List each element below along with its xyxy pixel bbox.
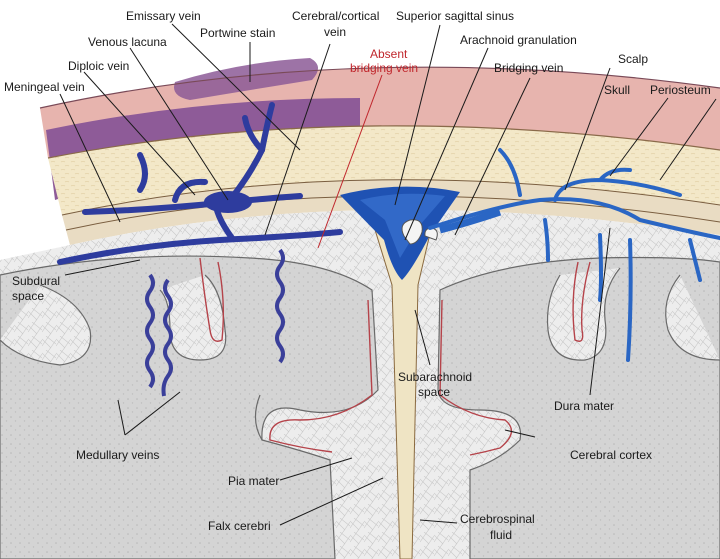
label-bridging-vein: Bridging vein (494, 61, 563, 75)
label-cerebral-cortex: Cerebral cortex (570, 448, 652, 462)
label-cerebrospinal-fluid: Cerebrospinal (460, 512, 535, 526)
label-arachnoid-granulation: Arachnoid granulation (460, 33, 577, 47)
portwine-stain (174, 58, 319, 100)
label-absent-bridging-vein: Absent (370, 47, 408, 61)
label-subarachnoid-space-line2: space (418, 385, 450, 399)
label-medullary-veins: Medullary veins (76, 448, 159, 462)
label-portwine-stain: Portwine stain (200, 26, 275, 40)
left-sulcus-1 (159, 274, 227, 361)
bridging-vein (439, 208, 502, 234)
pia-mater-left (199, 257, 225, 342)
label-falx-cerebri: Falx cerebri (208, 519, 271, 533)
label-dura-mater: Dura mater (554, 399, 614, 413)
label-venous-lacuna: Venous lacuna (88, 35, 167, 49)
label-meningeal-vein: Meningeal vein (4, 80, 85, 94)
label-absent-bridging-vein-line2: bridging vein (350, 61, 418, 75)
label-subdural-space-line2: space (12, 289, 44, 303)
label-emissary-vein: Emissary vein (126, 9, 201, 23)
label-cerebrospinal-fluid-line2: fluid (490, 528, 512, 542)
skull-layer (48, 125, 720, 215)
pia-mater-right (572, 261, 591, 342)
right-sulcus-2 (665, 274, 720, 361)
label-subdural-space: Subdural (12, 274, 60, 288)
right-cortex (437, 256, 720, 559)
dura-line-outer (61, 179, 720, 216)
periosteum-line (47, 125, 720, 159)
label-diploic-vein: Diploic vein (68, 59, 129, 73)
pia-mater-right-falx (439, 299, 513, 456)
leader-lines (59, 23, 717, 526)
left-sulcus-2 (0, 284, 92, 366)
absent-bridging-leader (317, 74, 383, 249)
label-scalp: Scalp (618, 52, 648, 66)
left-gyrus-lower (254, 394, 263, 441)
label-cerebral-cortical-vein: Cerebral/cortical (292, 9, 379, 23)
pia-mater-left-falx (269, 299, 373, 453)
label-subarachnoid-space: Subarachnoid (398, 370, 472, 384)
label-cerebral-cortical-vein-line2: vein (324, 25, 346, 39)
arachnoid-granulation (401, 219, 423, 245)
medullary-veins (145, 248, 285, 397)
label-skull: Skull (604, 83, 630, 97)
label-periosteum: Periosteum (650, 83, 711, 97)
right-veins (428, 148, 720, 362)
label-superior-sagittal-sinus: Superior sagittal sinus (396, 9, 514, 23)
venous-lacuna (204, 191, 252, 213)
scalp-surface-line (39, 66, 720, 109)
label-pia-mater: Pia mater (228, 474, 279, 488)
